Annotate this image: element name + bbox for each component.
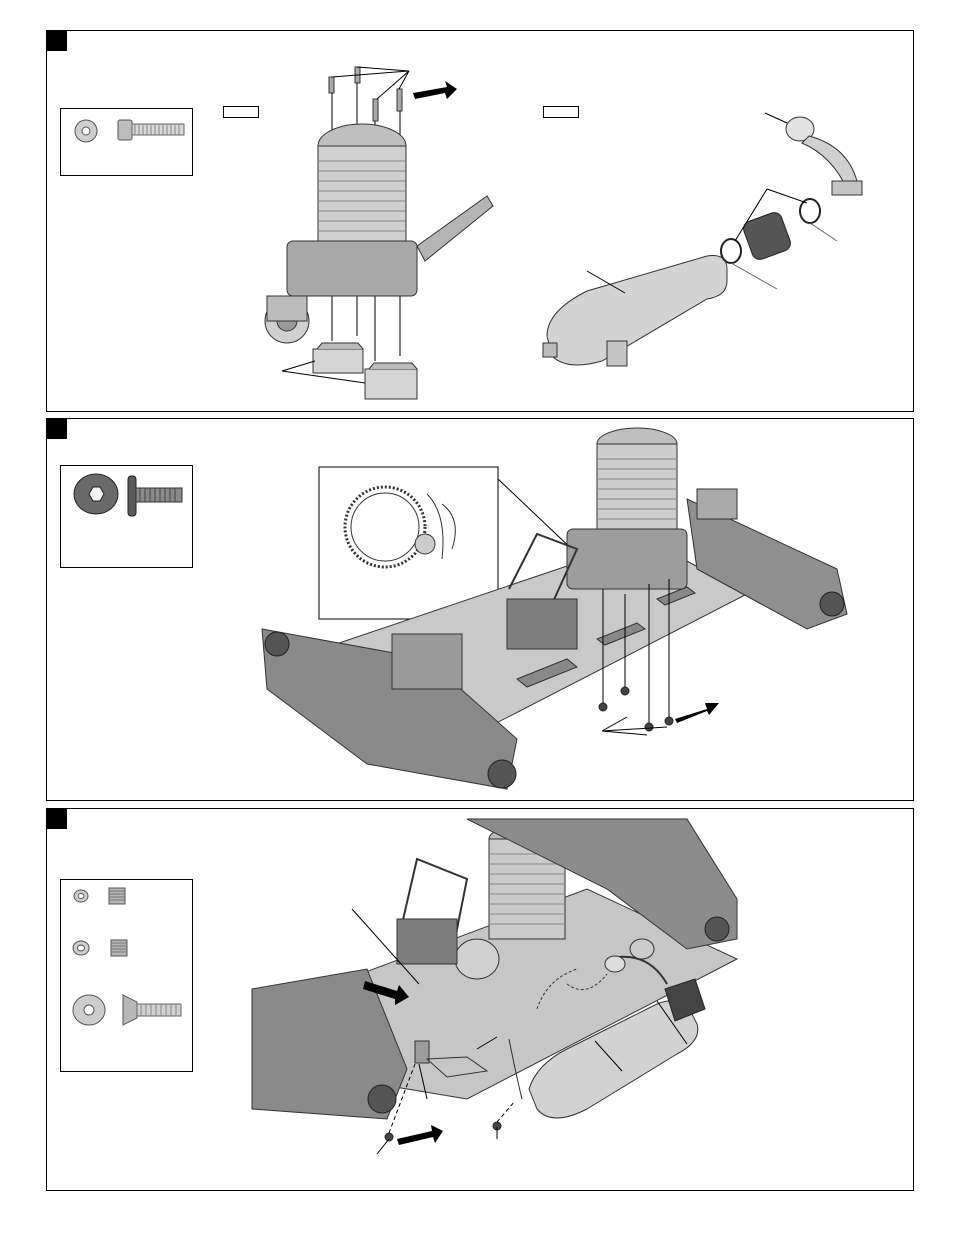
exhaust-pipe-icon xyxy=(543,256,727,366)
mounting-screws-icon xyxy=(599,687,673,731)
step-3-panel xyxy=(46,808,914,1191)
radio-tray-icon xyxy=(397,859,467,964)
engine-mount-screws xyxy=(329,67,402,121)
manifold-icon xyxy=(786,117,862,195)
arrow-icon-2 xyxy=(397,1125,443,1145)
manifold-leader-line xyxy=(765,113,787,123)
engine-mount-blocks-icon xyxy=(313,343,417,399)
engine-icon xyxy=(265,124,493,343)
step-2-panel xyxy=(46,418,914,801)
spacer-icon xyxy=(415,1041,429,1063)
step-1-panel xyxy=(46,30,914,412)
screw-leader-lines xyxy=(602,717,667,735)
arrow-icon xyxy=(413,81,457,99)
gear-mesh-detail-inset xyxy=(319,467,498,619)
step-1-illustration xyxy=(47,31,913,411)
engine-icon xyxy=(567,428,687,589)
step-3-illustration xyxy=(47,809,913,1190)
step-2-illustration xyxy=(47,419,913,800)
arrow-icon xyxy=(675,703,719,723)
